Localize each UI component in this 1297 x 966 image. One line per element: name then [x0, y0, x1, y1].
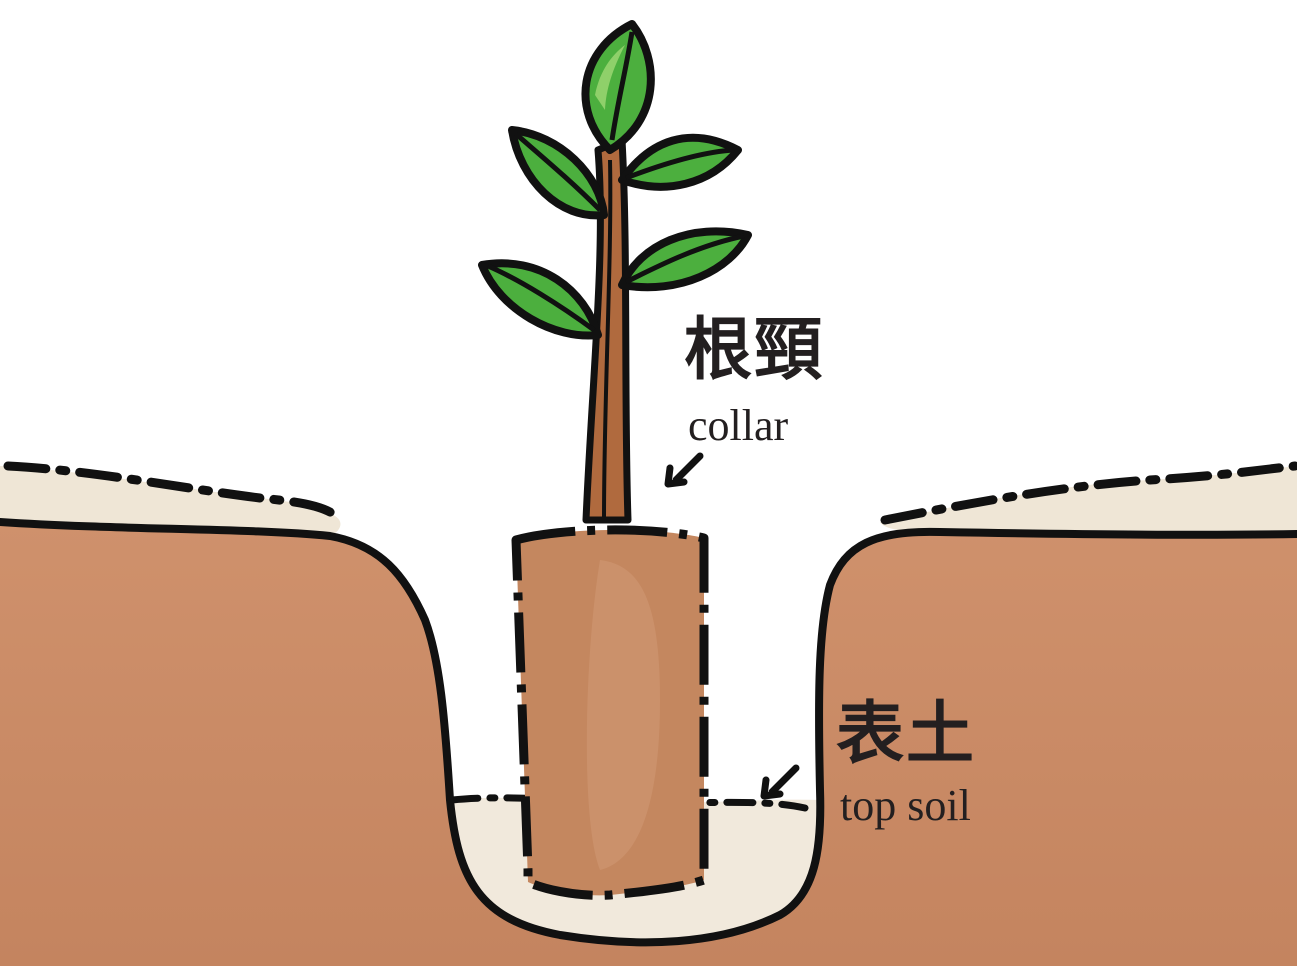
stem-center-line — [602, 159, 613, 521]
leaf-top-vein — [609, 31, 635, 141]
surface-dash-left — [3, 461, 340, 520]
root-ball-outline — [511, 525, 709, 900]
topsoil-label-chinese: 表土 — [836, 694, 977, 774]
leaf-top — [581, 20, 655, 154]
surface-topsoil-right — [880, 466, 1297, 535]
collar-arrow — [664, 452, 704, 488]
leaf-top-sheen — [595, 45, 625, 110]
leaf-lower-left-vein — [486, 263, 596, 333]
leaf-lower-right-vein — [624, 233, 745, 285]
leaf-lower-left — [478, 259, 602, 340]
leaf-upper-right-vein — [625, 147, 735, 181]
topsoil-arrow — [760, 764, 800, 800]
collar-label-english: collar — [688, 401, 789, 450]
topsoil-label-english: top soil — [840, 781, 971, 830]
surface-dash-right — [880, 461, 1297, 525]
ground-outline — [0, 518, 1297, 947]
surface-topsoil-left — [0, 466, 341, 536]
collar-label-chinese: 根頸 — [684, 310, 825, 390]
ground-soil — [0, 522, 1297, 966]
leaves — [478, 20, 752, 340]
root-ball-highlight — [586, 560, 660, 870]
leaf-upper-left-vein — [514, 132, 602, 212]
